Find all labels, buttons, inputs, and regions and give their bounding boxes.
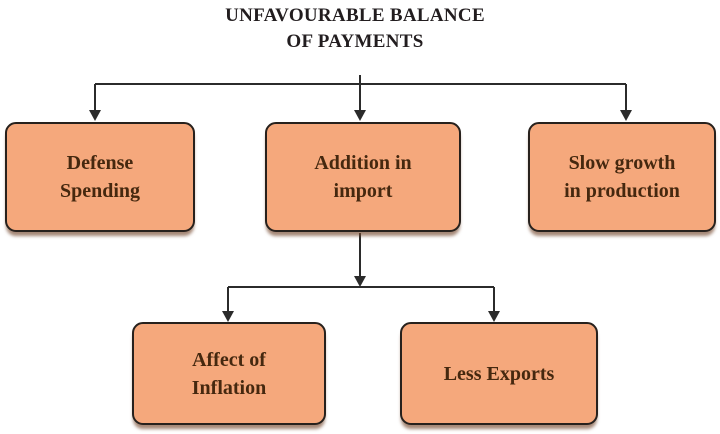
diagram-title: UNFAVOURABLE BALANCE OF PAYMENTS (0, 3, 710, 54)
node-defense-spending: Defense Spending (5, 122, 195, 232)
node-inflation-line2: Inflation (191, 376, 267, 399)
arrow-down-junction-icon (354, 276, 366, 287)
node-less-exports-label: Less Exports (444, 360, 555, 388)
node-addition-in-import-label: Addition in import (314, 149, 411, 205)
node-slow-growth-label: Slow growth in production (564, 149, 680, 205)
node-slow-growth-in-production: Slow growth in production (528, 122, 716, 232)
node-affect-of-inflation-label: Affect of Inflation (192, 346, 266, 402)
connector-group (94, 75, 627, 312)
arrow-down-imports-icon (354, 110, 366, 121)
node-defense-line1: Defense (66, 152, 134, 174)
node-production-line1: Slow growth (568, 152, 676, 174)
node-defense-spending-label: Defense Spending (60, 149, 140, 205)
node-imports-line1: Addition in (314, 152, 412, 174)
node-production-line2: in production (564, 180, 680, 202)
node-addition-in-import: Addition in import (265, 122, 461, 232)
arrow-down-defense-icon (89, 110, 101, 121)
arrowheads-group (89, 110, 632, 322)
arrow-down-production-icon (620, 110, 632, 121)
diagram-title-line2: OF PAYMENTS (286, 30, 424, 52)
node-exports-line1: Less Exports (443, 362, 555, 385)
diagram-title-line1: UNFAVOURABLE BALANCE (225, 5, 485, 26)
arrow-down-exports-icon (488, 311, 500, 322)
node-affect-of-inflation: Affect of Inflation (132, 322, 326, 425)
arrow-down-inflation-icon (222, 311, 234, 322)
node-imports-line2: import (333, 180, 393, 202)
node-inflation-line1: Affect of (192, 348, 266, 371)
node-less-exports: Less Exports (400, 322, 598, 425)
node-defense-line2: Spending (59, 180, 141, 202)
